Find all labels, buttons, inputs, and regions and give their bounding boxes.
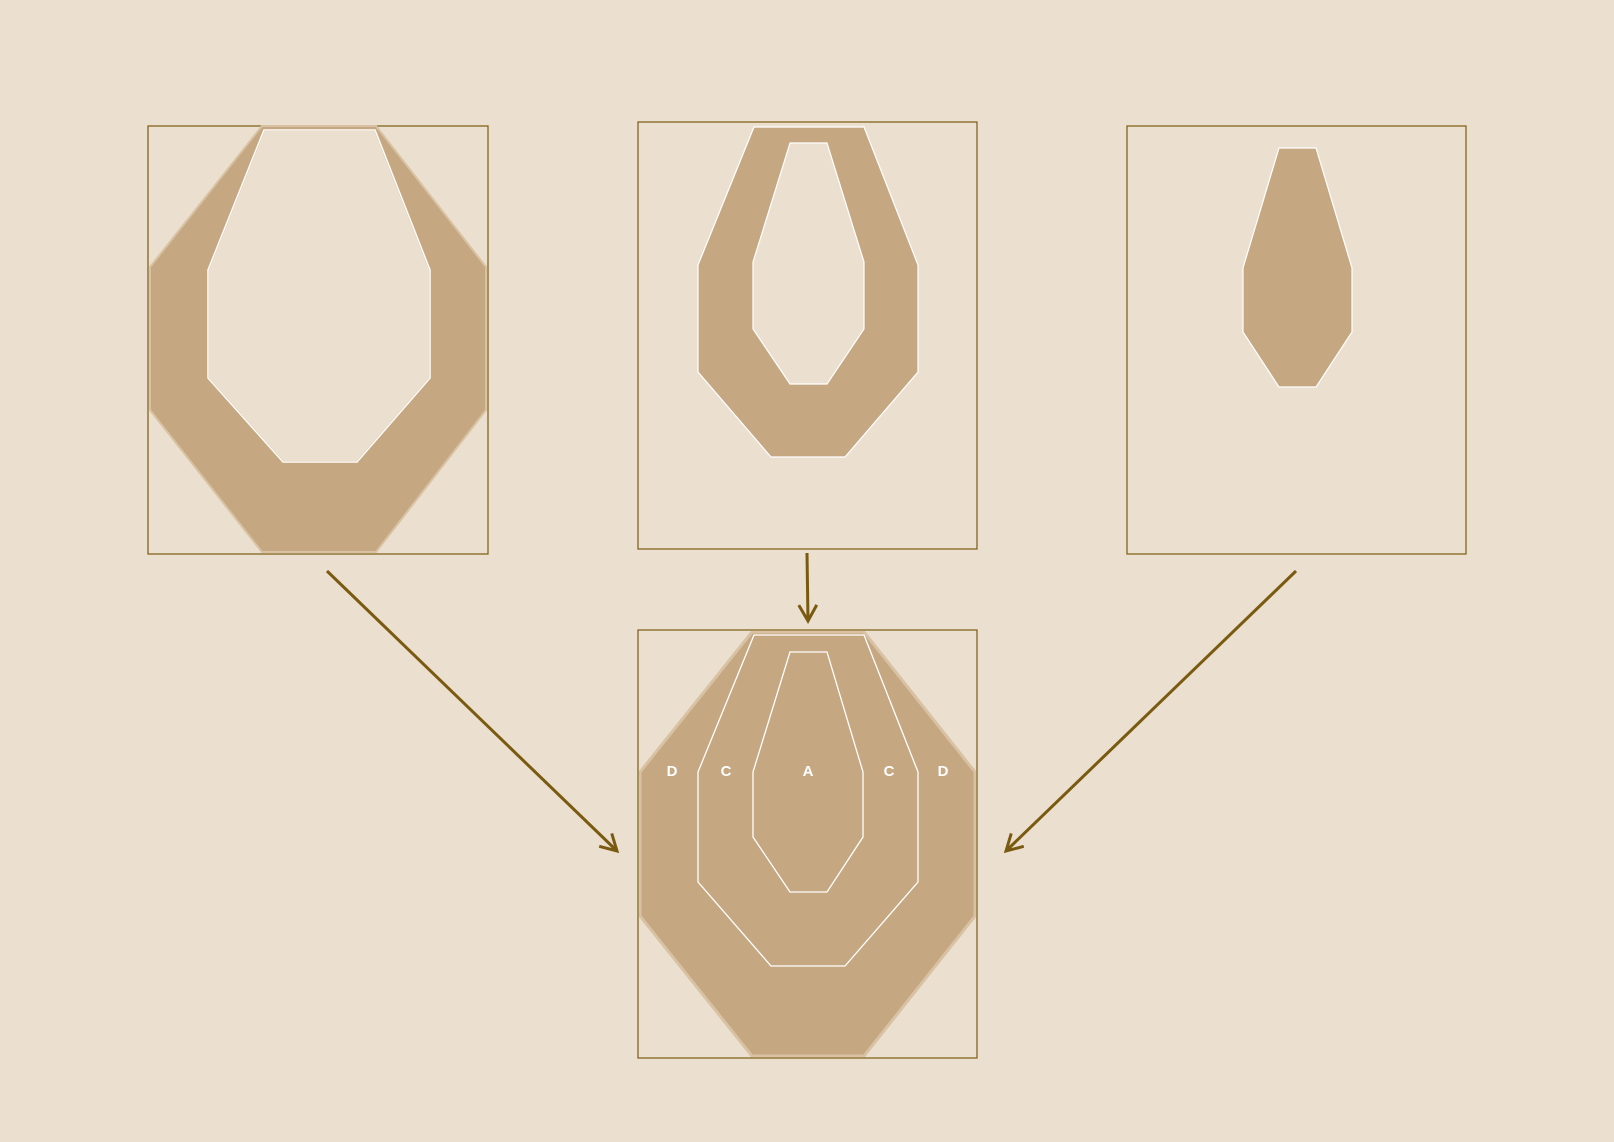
- zone-label-left-c: C: [721, 763, 732, 780]
- c-zone-boundary: [697, 634, 919, 967]
- d-zone-ring: [149, 125, 487, 553]
- panel-c-zone: [637, 121, 978, 550]
- panel-d-zone: [147, 125, 489, 555]
- zone-label-center-a: A: [803, 763, 814, 780]
- c-zone-cutout-edge: [207, 129, 431, 463]
- c-zone-ring: [697, 126, 919, 458]
- arrow-d-to-combined: [325, 569, 620, 854]
- panel-frame: [637, 629, 978, 1059]
- zone-label-left-d: D: [667, 763, 678, 780]
- zone-label-right-c: C: [884, 763, 895, 780]
- arrow-c-to-combined: [797, 552, 819, 625]
- panel-a-zone: [1126, 125, 1467, 555]
- combined-outer-shape: [638, 630, 977, 1058]
- a-zone-center: [1242, 147, 1353, 388]
- combined-target: D C A C D: [637, 629, 978, 1059]
- panel-frame: [1126, 125, 1467, 555]
- arrow-a-to-combined: [1003, 569, 1298, 854]
- panel-frame: [637, 121, 978, 550]
- a-zone-boundary: [752, 651, 864, 893]
- zone-label-right-d: D: [938, 763, 949, 780]
